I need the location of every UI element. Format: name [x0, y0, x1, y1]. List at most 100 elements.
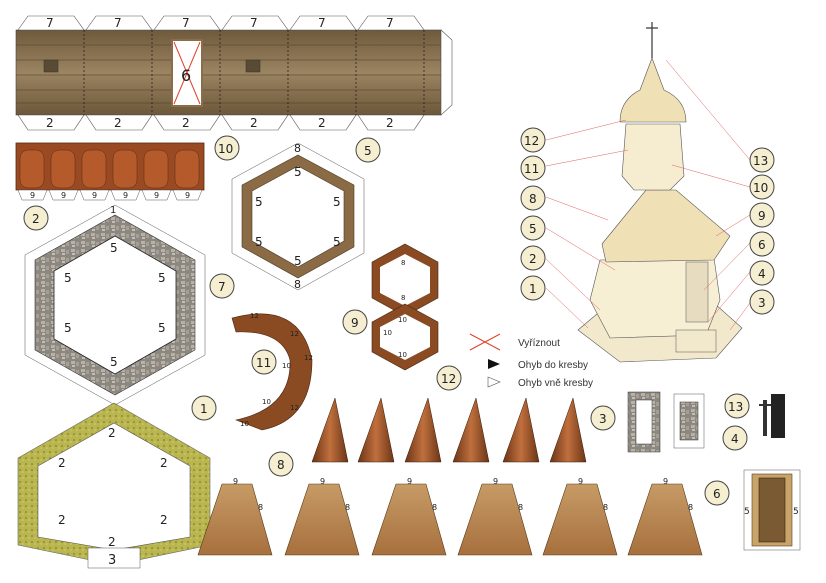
spire: [357, 397, 395, 463]
bottom-tab-label: 2: [114, 116, 122, 130]
bottom-tab-label: 2: [250, 116, 258, 130]
hex2-inner-label: 5: [110, 355, 118, 369]
callouts-right: 13 10 9 6 4 3: [749, 147, 775, 315]
part-6: 5 5: [743, 469, 801, 551]
spire: [404, 397, 442, 463]
svg-text:11: 11: [524, 162, 539, 176]
roof-panel: 9 8: [542, 477, 618, 556]
part-label-12: 12: [436, 365, 462, 391]
wall-strip: 6 7 7 7 7 7 7 2 2 2 2 2 2: [15, 15, 453, 131]
strip-tab-label: 9: [123, 191, 128, 200]
roof-panel: 9 8: [197, 477, 273, 556]
window-square-icon: [43, 59, 59, 73]
callout-11: 11: [520, 155, 546, 181]
spire: [311, 397, 349, 463]
roof-top-label: 9: [320, 477, 325, 486]
callout-6: 6: [749, 231, 775, 257]
spire: [549, 397, 587, 463]
svg-text:9: 9: [758, 209, 766, 223]
legend-cut: Vyříznout: [518, 338, 560, 349]
hex2-inner-label: 5: [64, 321, 72, 335]
part-13: [759, 394, 785, 438]
hex5-inner-label: 5: [333, 235, 341, 249]
hex2-inner-label: 5: [158, 321, 166, 335]
hex2-inner-label: 5: [64, 271, 72, 285]
hex5-inner-label: 5: [255, 235, 263, 249]
part-label-13: 13: [724, 393, 750, 419]
fold-in-icon: [488, 359, 500, 369]
part11-label: 10: [262, 398, 271, 406]
callout-8: 8: [520, 185, 546, 211]
window-square-icon: [245, 59, 261, 73]
bottom-tab-label: 2: [46, 116, 54, 130]
roof-top-label: 9: [233, 477, 238, 486]
legend: Vyříznout Ohyb do kresby Ohyb vně kresby: [469, 333, 593, 389]
svg-text:13: 13: [728, 400, 743, 414]
svg-text:13: 13: [753, 154, 768, 168]
part-label-7: 7: [209, 273, 235, 299]
svg-text:1: 1: [200, 402, 208, 416]
hex1-inner-label: 2: [160, 513, 168, 527]
svg-text:10: 10: [753, 181, 768, 195]
part-label-4: 4: [722, 425, 748, 451]
callout-1: 1: [520, 275, 546, 301]
svg-text:11: 11: [256, 356, 271, 370]
bottom-tab-label: 2: [386, 116, 394, 130]
strip-tab-label: 9: [30, 191, 35, 200]
hex5-outer-label: 8: [294, 278, 301, 291]
part6-side-label: 5: [793, 507, 799, 517]
spire-row: [311, 397, 587, 463]
roof-side-label: 8: [518, 503, 523, 512]
svg-text:5: 5: [529, 222, 537, 236]
svg-text:10: 10: [218, 142, 233, 156]
part-4: [673, 393, 705, 449]
strip-tab-label: 9: [154, 191, 159, 200]
hex-part-5: 8 8 5 5 5 5 5 5: [231, 142, 365, 291]
spire: [502, 397, 540, 463]
roof-panel: 9 8: [371, 477, 447, 556]
hex1-inner-label: 2: [108, 535, 116, 549]
part-number-bubbles: 10 5 2 7 9 11 12 1 3 4 13 8 6: [23, 135, 750, 506]
part6-side-label: 5: [744, 507, 750, 517]
top-tab-label: 7: [46, 16, 54, 30]
part-11: 12 12 12 12 10 10 10: [231, 312, 313, 431]
part-label-5: 5: [355, 137, 381, 163]
legend-fold-out: Ohyb vně kresby: [518, 378, 593, 389]
strip-tab-label: 9: [185, 191, 190, 200]
top-tab-label: 7: [386, 16, 394, 30]
roof-panel: 9 8: [457, 477, 533, 556]
svg-text:9: 9: [351, 316, 359, 330]
callout-10: 10: [749, 174, 775, 200]
part-label-2: 2: [23, 205, 49, 231]
callout-3: 3: [749, 289, 775, 315]
hex9-label: 8: [401, 294, 405, 302]
part-label-6: 6: [704, 480, 730, 506]
part-9: 8 8 10 10 10: [371, 243, 439, 371]
svg-text:1: 1: [529, 282, 537, 296]
part11-label: 12: [250, 312, 259, 320]
spire: [452, 397, 490, 463]
bottom-tab-label: 2: [318, 116, 326, 130]
svg-text:3: 3: [758, 296, 766, 310]
part11-label: 12: [304, 354, 313, 362]
hex5-outer-label: 8: [294, 142, 301, 155]
hex9-label: 10: [383, 329, 392, 337]
assembled-model: [577, 22, 743, 363]
roof-panel: 9 8: [627, 477, 703, 556]
hex2-top-label: 1: [110, 205, 116, 216]
hex2-inner-label: 5: [110, 241, 118, 255]
callout-4: 4: [749, 260, 775, 286]
hex5-inner-label: 5: [333, 195, 341, 209]
door-number: 6: [181, 66, 191, 85]
hex2-inner-label: 5: [158, 271, 166, 285]
part11-label: 12: [290, 404, 299, 412]
svg-text:2: 2: [529, 252, 537, 266]
part11-label: 12: [290, 330, 299, 338]
hex1-bottom-label: 3: [108, 553, 116, 568]
strip-tab-label: 9: [92, 191, 97, 200]
hex5-inner-label: 5: [255, 195, 263, 209]
roof-side-label: 8: [258, 503, 263, 512]
part-label-3: 3: [590, 405, 616, 431]
door-panel: [758, 477, 786, 543]
